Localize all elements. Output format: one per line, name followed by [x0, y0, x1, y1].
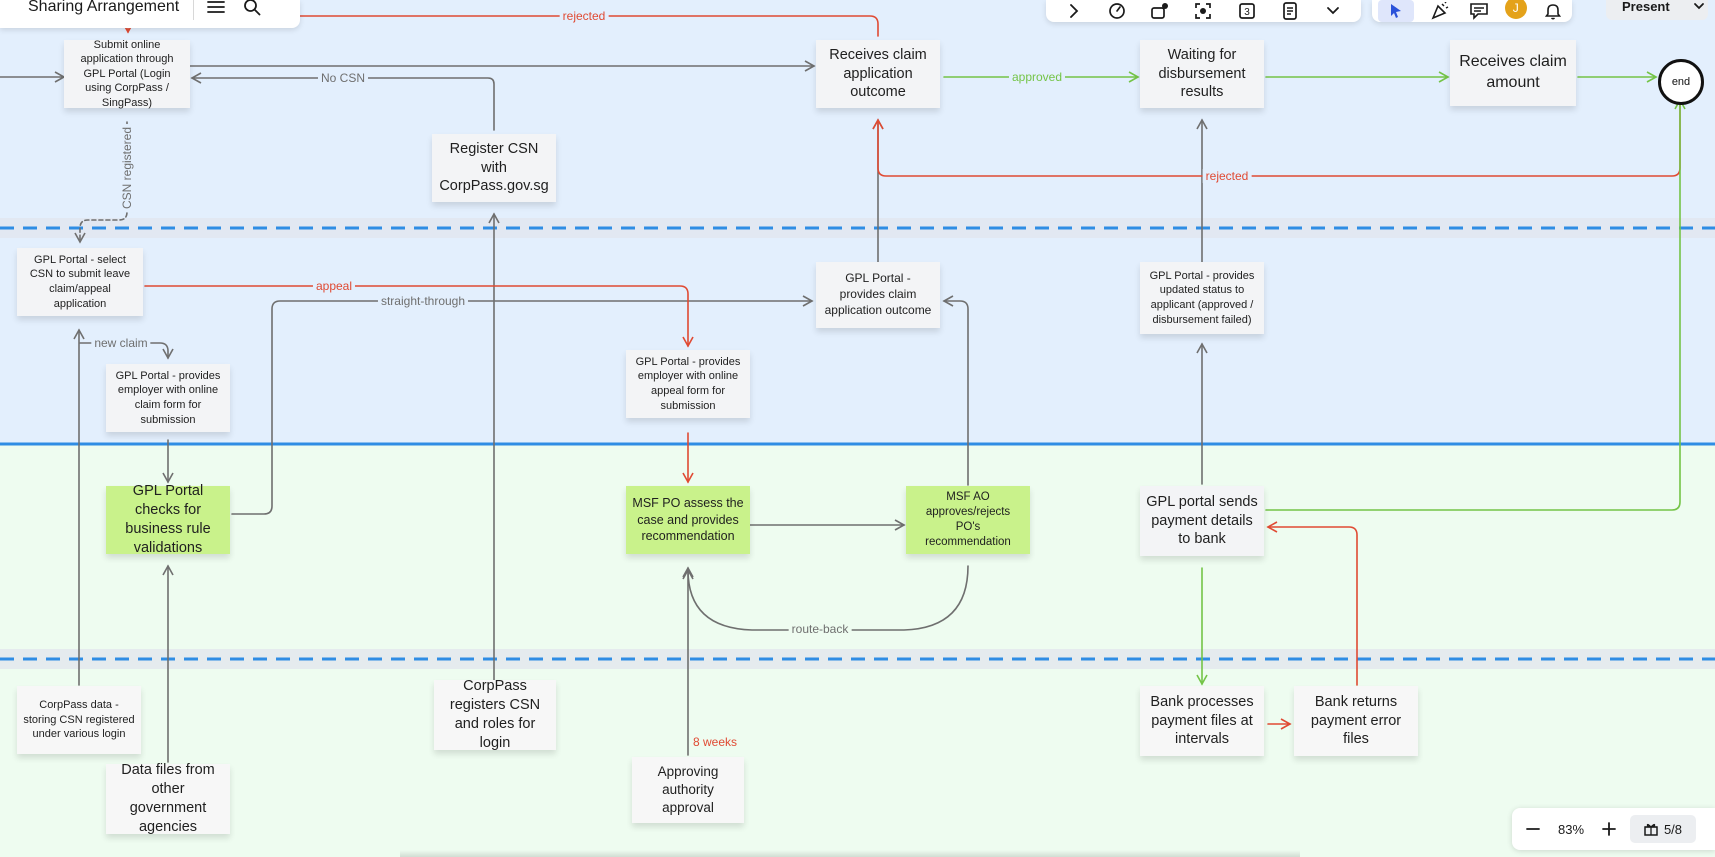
- svg-text:3: 3: [1244, 7, 1250, 18]
- note-receives-outcome[interactable]: Receives claim application outcome: [816, 40, 940, 108]
- collaboration-toolbar: J: [1372, 0, 1572, 22]
- zoom-in-button[interactable]: [1594, 814, 1624, 844]
- frames-counter: 5/8: [1663, 821, 1683, 837]
- note-submit-application[interactable]: Submit online application through GPL Po…: [64, 39, 190, 109]
- connector-label-approved[interactable]: approved: [1008, 70, 1066, 84]
- connector-label-route-back[interactable]: route-back: [788, 622, 852, 636]
- chevron-down-icon[interactable]: [1320, 1, 1346, 21]
- bell-icon[interactable]: [1540, 1, 1566, 21]
- timer-icon[interactable]: [1104, 1, 1130, 21]
- note-waiting-disbursement[interactable]: Waiting for disbursement results: [1140, 40, 1264, 108]
- connector-arrow[interactable]: [872, 99, 1681, 177]
- frames-button[interactable]: 5/8: [1630, 815, 1696, 843]
- comments-icon[interactable]: [1466, 1, 1492, 21]
- note-sends-payment[interactable]: GPL portal sends payment details to bank: [1140, 486, 1264, 556]
- note-data-files[interactable]: Data files from other government agencie…: [106, 762, 230, 835]
- note-corppass-registers[interactable]: CorpPass registers CSN and roles for log…: [434, 678, 556, 751]
- note-corppass-data[interactable]: CorpPass data - storing CSN registered u…: [17, 686, 141, 754]
- present-control: Present: [1606, 0, 1708, 20]
- connector-arrow[interactable]: [1265, 98, 1686, 511]
- connector-label-rejected[interactable]: rejected: [1202, 169, 1252, 183]
- header-divider: [193, 0, 195, 20]
- connector-arrow[interactable]: [144, 285, 694, 348]
- zoom-level[interactable]: 83%: [1557, 821, 1585, 837]
- search-icon[interactable]: [238, 0, 266, 19]
- connector-label-no-csn[interactable]: No CSN: [317, 71, 369, 85]
- board-toolbar: 3: [1046, 0, 1361, 22]
- connector-label-appeal[interactable]: appeal: [312, 279, 356, 293]
- note-po-assess[interactable]: MSF PO assess the case and provides reco…: [626, 486, 750, 554]
- board-header: Sharing Arrangement: [0, 0, 300, 28]
- connector-arrow[interactable]: [74, 121, 128, 244]
- shapes-icon[interactable]: [1147, 1, 1173, 21]
- note-online-appeal-form[interactable]: GPL Portal - provides employer with onli…: [626, 350, 750, 418]
- capture-icon[interactable]: [1190, 1, 1216, 21]
- chevron-down-icon[interactable]: [1689, 1, 1708, 11]
- connector-label-csn-registered[interactable]: CSN registered: [120, 123, 134, 213]
- note-bank-processes[interactable]: Bank processes payment files at interval…: [1140, 686, 1264, 756]
- zoom-controls: 83% 5/8: [1512, 808, 1715, 850]
- note-select-csn[interactable]: GPL Portal - select CSN to submit leave …: [17, 248, 143, 316]
- connector-arrow[interactable]: [942, 295, 969, 486]
- note-bank-returns[interactable]: Bank returns payment error files: [1294, 686, 1418, 756]
- counter-icon[interactable]: 3: [1234, 1, 1260, 21]
- select-arrow-icon[interactable]: [1378, 0, 1415, 22]
- note-business-rules[interactable]: GPL Portal checks for business rule vali…: [106, 483, 230, 556]
- board-title[interactable]: Sharing Arrangement: [28, 0, 180, 15]
- connector-label-straight-through[interactable]: straight-through: [377, 294, 469, 308]
- celebrate-icon[interactable]: [1427, 1, 1453, 21]
- zoom-out-button[interactable]: [1518, 814, 1548, 844]
- connector-arrow[interactable]: [231, 295, 814, 515]
- note-online-claim-form[interactable]: GPL Portal - provides employer with onli…: [106, 364, 230, 432]
- canvas-edge-shadow: [400, 850, 1300, 857]
- menu-icon[interactable]: [202, 0, 230, 19]
- note-receives-amount[interactable]: Receives claim amount: [1450, 40, 1576, 106]
- connector-arrow[interactable]: [299, 15, 879, 37]
- note-register-csn[interactable]: Register CSN with CorpPass.gov.sg: [432, 134, 556, 202]
- connector-label-new-claim[interactable]: new claim: [91, 336, 151, 350]
- connector-arrow[interactable]: [190, 72, 495, 131]
- connector-arrow[interactable]: [1266, 521, 1358, 686]
- note-provides-outcome[interactable]: GPL Portal - provides claim application …: [816, 262, 940, 328]
- end-node[interactable]: end: [1658, 59, 1704, 105]
- note-updated-status[interactable]: GPL Portal - provides updated status to …: [1140, 262, 1264, 334]
- chevron-right-icon[interactable]: [1061, 1, 1087, 21]
- present-button[interactable]: Present: [1622, 0, 1670, 14]
- connector-arrow[interactable]: [682, 565, 969, 631]
- note-ao-approves[interactable]: MSF AO approves/rejects PO's recommendat…: [906, 486, 1030, 554]
- connector-arrow[interactable]: [79, 342, 174, 360]
- notes-icon[interactable]: [1277, 1, 1303, 21]
- gift-icon: [1644, 823, 1658, 836]
- connector-label-8-weeks[interactable]: 8 weeks: [689, 735, 741, 749]
- avatar[interactable]: J: [1504, 0, 1527, 19]
- note-approving-authority[interactable]: Approving authority approval: [632, 757, 744, 823]
- connector-label-rejected[interactable]: rejected: [559, 9, 609, 23]
